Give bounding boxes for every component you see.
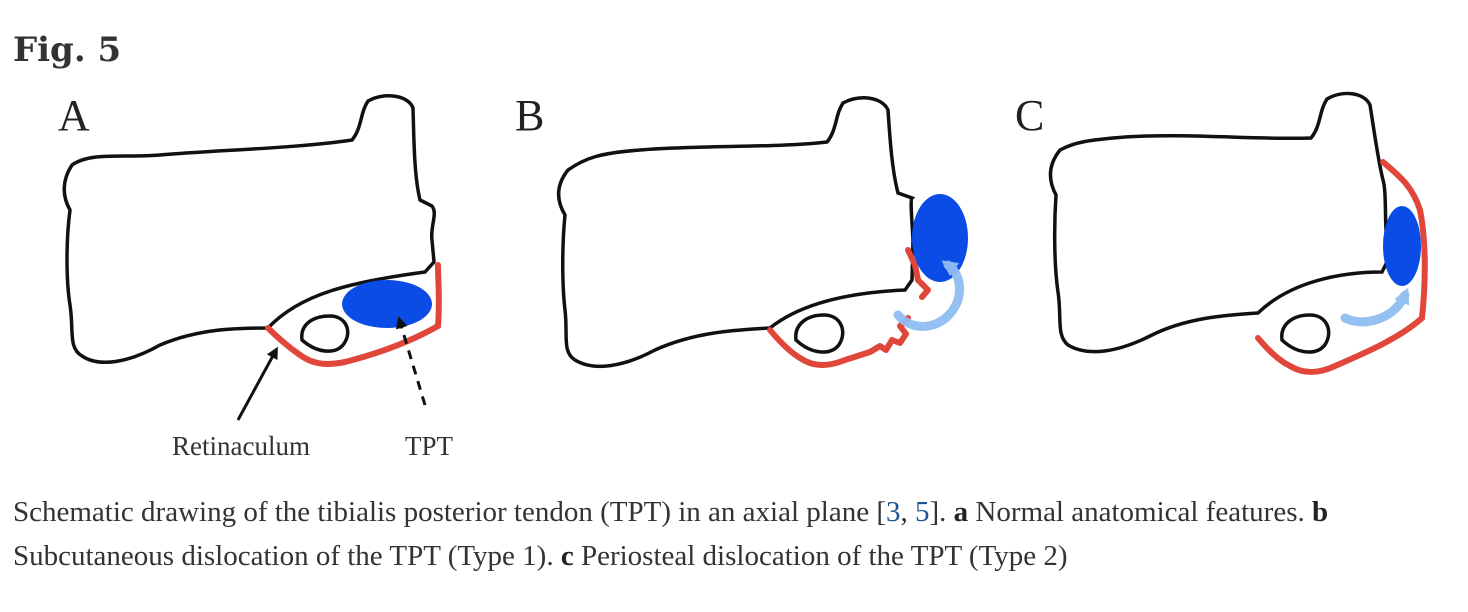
caption-c-label: c — [560, 540, 574, 572]
panel-letter-a: A — [58, 91, 90, 140]
curved-arrow-icon — [1340, 287, 1410, 327]
panel-letter-c: C — [1015, 91, 1044, 140]
solid-arrow-icon — [236, 346, 278, 421]
caption-a-label: a — [953, 496, 969, 528]
figure-title: Fig. 5 — [13, 30, 122, 70]
tibialis-posterior-tendon — [1383, 206, 1421, 286]
caption-c-text: Periosteal dislocation of the TPT (Type … — [573, 540, 1068, 572]
bone-inner-loop — [1280, 313, 1331, 354]
reference-link-3[interactable]: 3 — [885, 496, 901, 528]
tibialis-posterior-tendon — [342, 280, 432, 328]
tibialis-posterior-tendon — [912, 194, 968, 282]
retinaculum-torn-lower — [767, 315, 911, 368]
bone-inner-loop — [794, 313, 845, 354]
dashed-arrow-icon — [395, 316, 427, 406]
caption-separator: , — [900, 496, 915, 528]
panel-c: C — [1015, 91, 1428, 375]
tpt-label: TPT — [405, 431, 454, 461]
figure-caption: Schematic drawing of the tibialis poster… — [13, 490, 1458, 578]
panel-letter-b: B — [515, 91, 544, 140]
curved-arrow-icon — [893, 260, 965, 331]
caption-b-label: b — [1311, 496, 1329, 528]
caption-after-refs: ]. — [929, 496, 954, 528]
bone-outline — [62, 94, 436, 364]
retinaculum-label: Retinaculum — [172, 431, 310, 461]
caption-b-text: Subcutaneous dislocation of the TPT (Typ… — [13, 540, 561, 572]
bone-outline — [556, 96, 916, 369]
figure-diagram: A Retinaculum TPT B C — [58, 91, 1428, 461]
panel-b: B — [515, 91, 968, 369]
panel-a: A Retinaculum TPT — [58, 91, 454, 461]
reference-link-5[interactable]: 5 — [914, 496, 930, 528]
bone-inner-loop — [300, 314, 350, 353]
caption-main: Schematic drawing of the tibialis poster… — [13, 496, 886, 528]
retinaculum-torn-upper — [905, 247, 931, 300]
retinaculum — [265, 262, 442, 368]
bone-outline — [1048, 91, 1390, 354]
caption-a-text: Normal anatomical features. — [968, 496, 1312, 528]
retinaculum — [1255, 159, 1428, 375]
